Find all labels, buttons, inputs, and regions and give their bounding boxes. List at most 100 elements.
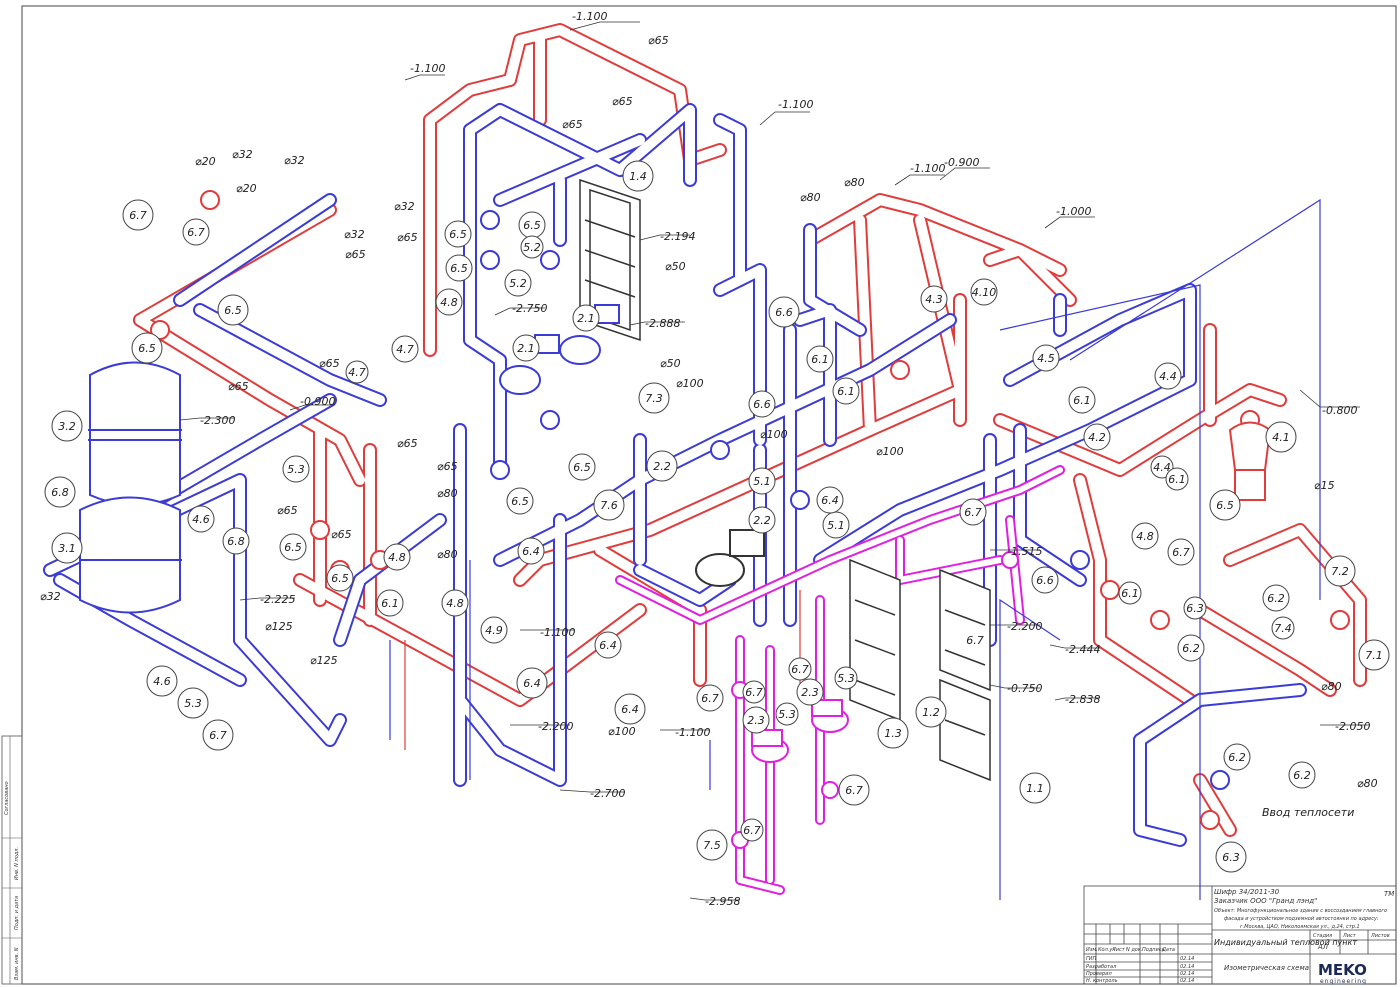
position-callout: 6.3 bbox=[1183, 596, 1207, 620]
diameter-label: ⌀50 bbox=[660, 357, 681, 370]
position-number: 6.6 bbox=[1036, 574, 1054, 587]
network-inlet-label: Ввод теплосети bbox=[1262, 806, 1354, 819]
position-callout: 2.2 bbox=[646, 450, 678, 482]
elevation-label: -1.100 bbox=[675, 726, 710, 739]
elevation-label: -1.515 bbox=[1007, 545, 1042, 558]
position-callout: 2.1 bbox=[572, 304, 600, 332]
diameter-label: ⌀50 bbox=[665, 260, 686, 273]
position-number: 5.1 bbox=[753, 475, 771, 488]
diameter-label: ⌀32 bbox=[284, 154, 305, 167]
elevation-label: -0.800 bbox=[1322, 404, 1357, 417]
position-number: 4.6 bbox=[153, 675, 171, 688]
position-callout: 6.6 bbox=[768, 296, 800, 328]
position-callout: 6.7 bbox=[696, 684, 724, 712]
position-callout: 4.10 bbox=[970, 278, 998, 306]
position-callout: 6.5 bbox=[279, 533, 307, 561]
position-callout: 6.5 bbox=[506, 487, 534, 515]
position-callout: 5.2 bbox=[504, 269, 532, 297]
position-callout: 4.4 bbox=[1154, 362, 1182, 390]
elevation-label: -1.000 bbox=[1056, 205, 1091, 218]
diameter-label: ⌀65 bbox=[345, 248, 366, 261]
elevation-label: -2.958 bbox=[705, 895, 740, 908]
position-number: 6.4 bbox=[522, 545, 540, 558]
diameter-label: ⌀32 bbox=[344, 228, 365, 241]
elevation-labels: -1.100 -1.100 -1.100 -1.100 -0.900 -1.00… bbox=[200, 10, 1370, 908]
position-number: 4.8 bbox=[440, 296, 458, 309]
position-callout: 6.4 bbox=[594, 631, 622, 659]
position-callout: 3.2 bbox=[51, 410, 83, 442]
sheet-header: Лист bbox=[1342, 933, 1357, 939]
position-number: 6.7 bbox=[966, 634, 984, 647]
diameter-label: ⌀32 bbox=[40, 590, 61, 603]
position-callout: 6.1 bbox=[376, 589, 404, 617]
diameter-label: ⌀80 bbox=[437, 548, 458, 561]
position-number: 6.2 bbox=[1293, 769, 1311, 782]
position-callout: 4.8 bbox=[383, 543, 411, 571]
position-number: 2.2 bbox=[753, 514, 771, 527]
expansion-tank bbox=[79, 361, 182, 614]
position-number: 6.5 bbox=[449, 228, 467, 241]
position-callout: 6.5 bbox=[568, 453, 596, 481]
diameter-label: ⌀32 bbox=[232, 148, 253, 161]
position-callout: 6.5 bbox=[131, 332, 163, 364]
position-number: 6.1 bbox=[1168, 473, 1186, 486]
elevation-label: -1.100 bbox=[572, 10, 607, 23]
position-callout: 6.2 bbox=[1262, 584, 1290, 612]
elevation-label: -2.750 bbox=[512, 302, 547, 315]
elevation-label: -1.100 bbox=[410, 62, 445, 75]
position-number: 6.7 bbox=[129, 209, 147, 222]
position-callout: 1.1 bbox=[1019, 772, 1051, 804]
position-callout: 7.3 bbox=[638, 382, 670, 414]
position-callout: 6.4 bbox=[516, 667, 548, 699]
position-number: 6.7 bbox=[187, 226, 205, 239]
position-number: 1.1 bbox=[1026, 782, 1044, 795]
position-callout: 2.1 bbox=[512, 334, 540, 362]
position-number: 1.3 bbox=[884, 727, 902, 740]
position-callout: 6.3 bbox=[1215, 841, 1247, 873]
position-number: 7.3 bbox=[645, 392, 663, 405]
position-callout: 1.4 bbox=[622, 160, 654, 192]
date-4: 02.14 bbox=[1180, 978, 1194, 984]
drawing-frame bbox=[21, 5, 1397, 985]
discipline-code: ТМ bbox=[1384, 890, 1394, 898]
position-callout: 6.5 bbox=[326, 564, 354, 592]
position-number: 6.5 bbox=[573, 461, 591, 474]
elevation-label: -2.300 bbox=[200, 414, 235, 427]
diameter-label: ⌀125 bbox=[310, 654, 338, 667]
side-stamp-replace: Взам. инв. N bbox=[14, 947, 20, 980]
position-number: 4.10 bbox=[972, 286, 997, 299]
position-callout: 7.4 bbox=[1271, 616, 1295, 640]
position-number: 6.7 bbox=[1172, 546, 1190, 559]
elevation-label: -2.700 bbox=[590, 787, 625, 800]
position-number: 6.7 bbox=[209, 729, 227, 742]
elevation-label: -2.050 bbox=[1335, 720, 1370, 733]
diameter-label: ⌀32 bbox=[394, 200, 415, 213]
position-callout: 5.3 bbox=[282, 455, 310, 483]
diameter-label: ⌀125 bbox=[265, 620, 293, 633]
diameter-label: ⌀65 bbox=[648, 34, 669, 47]
position-number: 7.5 bbox=[703, 839, 721, 852]
hdr-list: Лист bbox=[1111, 947, 1126, 953]
position-callout: 6.2 bbox=[1288, 761, 1316, 789]
position-number: 4.8 bbox=[446, 597, 464, 610]
position-number: 2.1 bbox=[517, 342, 535, 355]
hdr-sign: Подпись bbox=[1142, 947, 1165, 953]
position-callout: 6.4 bbox=[614, 693, 646, 725]
position-number: 3.1 bbox=[58, 542, 76, 555]
elevation-label: -0.900 bbox=[300, 395, 335, 408]
hdr-kol: Кол.уч bbox=[1098, 947, 1115, 953]
position-number: 6.5 bbox=[523, 219, 541, 232]
position-number: 6.1 bbox=[1121, 587, 1139, 600]
date-2: 02.14 bbox=[1180, 964, 1194, 970]
diameter-label: ⌀65 bbox=[562, 118, 583, 131]
position-number: 6.1 bbox=[1073, 394, 1091, 407]
position-callout: 1.3 bbox=[877, 717, 909, 749]
customer: Заказчик ООО "Гранд лэнд" bbox=[1214, 897, 1317, 905]
position-callout: 6.7 bbox=[838, 774, 870, 806]
elevation-marks bbox=[179, 21, 1370, 901]
position-number: 6.3 bbox=[1222, 851, 1240, 864]
diameter-label: ⌀65 bbox=[397, 437, 418, 450]
date-3: 02.14 bbox=[1180, 971, 1194, 977]
position-callout: 4.9 bbox=[480, 616, 508, 644]
elevation-label: -0.750 bbox=[1007, 682, 1042, 695]
